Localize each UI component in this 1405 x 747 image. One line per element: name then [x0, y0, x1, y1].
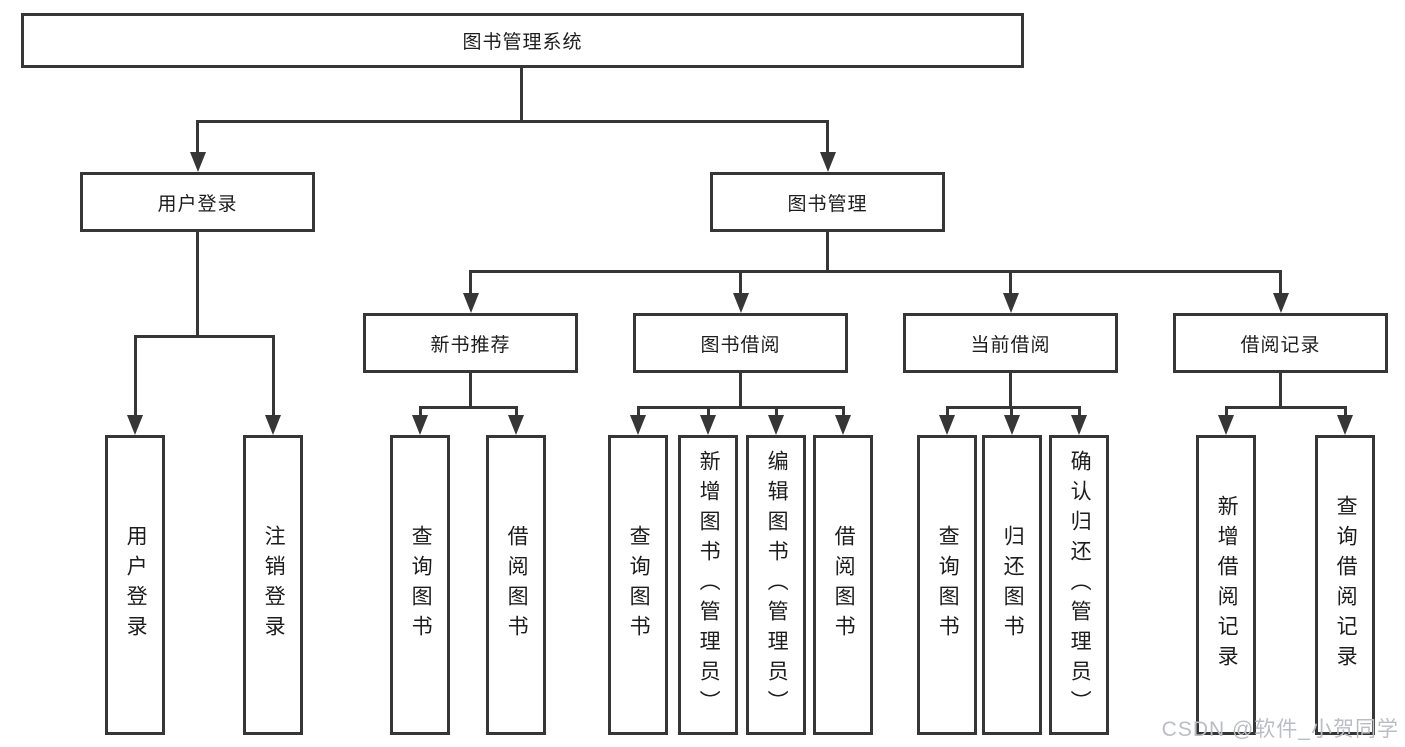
- connector-current-drop-3: [1078, 409, 1081, 415]
- leaf-confirm-return-admin-label: 确认归还（管理员）: [1068, 450, 1092, 720]
- arrow-down-icon: [835, 415, 851, 435]
- arrow-down-icon: [412, 415, 428, 435]
- connector-login-drop-1: [134, 338, 137, 415]
- node-user-login-label: 用户登录: [157, 193, 238, 215]
- connector-mgmt-drop-2: [739, 273, 742, 293]
- connector-borrowing-drop-2: [707, 409, 710, 415]
- leaf-edit-books-admin: 编辑图书（管理员）: [746, 435, 806, 735]
- leaf-edit-books-admin-label: 编辑图书（管理员）: [765, 450, 789, 720]
- connector-borrowing-drop-3: [775, 409, 778, 415]
- leaf-return-books-label: 归还图书: [1001, 525, 1025, 645]
- node-root-label: 图书管理系统: [462, 32, 583, 53]
- node-root: 图书管理系统: [21, 13, 1024, 68]
- arrow-down-icon: [508, 415, 524, 435]
- leaf-add-borrow-record-label: 新增借阅记录: [1215, 495, 1239, 675]
- connector-borrowing-rail: [637, 406, 845, 409]
- node-book-borrowing-label: 图书借阅: [700, 334, 781, 356]
- arrow-down-icon: [820, 152, 836, 172]
- connector-current-stem: [1009, 373, 1012, 406]
- connector-recommend-stem: [469, 373, 472, 406]
- leaf-borrow-books-2-label: 借阅图书: [832, 525, 856, 645]
- connector-mgmt-drop-4: [1279, 273, 1282, 293]
- leaf-add-books-admin-label: 新增图书（管理员）: [697, 450, 721, 720]
- node-user-login: 用户登录: [80, 172, 315, 232]
- connector-login-rail: [134, 335, 275, 338]
- connector-recommend-drop-1: [419, 409, 422, 415]
- leaf-user-login-label: 用户登录: [124, 525, 148, 645]
- leaf-add-books-admin: 新增图书（管理员）: [678, 435, 738, 735]
- connector-mgmt-stem: [826, 232, 829, 270]
- connector-current-drop-2: [1010, 409, 1013, 415]
- connector-borrowing-drop-4: [842, 409, 845, 415]
- leaf-borrow-books-1: 借阅图书: [486, 435, 546, 735]
- connector-records-drop-1: [1225, 409, 1228, 415]
- connector-recommend-drop-2: [515, 409, 518, 415]
- leaf-add-borrow-record: 新增借阅记录: [1196, 435, 1256, 735]
- connector-root-stem: [520, 68, 523, 120]
- connector-borrowing-stem: [739, 373, 742, 406]
- node-borrowing-records: 借阅记录: [1173, 313, 1388, 373]
- arrow-down-icon: [1273, 293, 1289, 313]
- node-borrowing-records-label: 借阅记录: [1240, 334, 1321, 356]
- connector-login-stem: [196, 232, 199, 335]
- leaf-query-books-2-label: 查询图书: [627, 525, 651, 645]
- node-current-borrowing: 当前借阅: [903, 313, 1118, 373]
- leaf-query-books-3: 查询图书: [917, 435, 977, 735]
- leaf-user-login: 用户登录: [105, 435, 165, 735]
- leaf-query-books-1-label: 查询图书: [409, 525, 433, 645]
- connector-mgmt-drop-1: [469, 273, 472, 293]
- connector-recommend-rail: [419, 406, 518, 409]
- node-book-management: 图书管理: [710, 172, 945, 232]
- connector-borrowing-drop-1: [637, 409, 640, 415]
- arrow-down-icon: [1004, 415, 1020, 435]
- connector-root-drop-left: [196, 123, 199, 152]
- node-book-management-label: 图书管理: [787, 193, 868, 215]
- arrow-down-icon: [463, 293, 479, 313]
- connector-mgmt-rail: [469, 270, 1282, 273]
- leaf-query-borrow-record-label: 查询借阅记录: [1334, 495, 1358, 675]
- connector-records-rail: [1225, 406, 1347, 409]
- leaf-confirm-return-admin: 确认归还（管理员）: [1049, 435, 1109, 735]
- arrow-down-icon: [939, 415, 955, 435]
- leaf-logout-label: 注销登录: [262, 525, 286, 645]
- connector-records-stem: [1279, 373, 1282, 406]
- leaf-return-books: 归还图书: [982, 435, 1042, 735]
- connector-current-rail: [946, 406, 1081, 409]
- arrow-down-icon: [1337, 415, 1353, 435]
- connector-records-drop-2: [1344, 409, 1347, 415]
- arrow-down-icon: [700, 415, 716, 435]
- node-book-borrowing: 图书借阅: [633, 313, 848, 373]
- leaf-query-books-3-label: 查询图书: [936, 525, 960, 645]
- arrow-down-icon: [1003, 293, 1019, 313]
- arrow-down-icon: [733, 293, 749, 313]
- node-current-borrowing-label: 当前借阅: [970, 334, 1051, 356]
- leaf-query-books-1: 查询图书: [390, 435, 450, 735]
- leaf-logout: 注销登录: [243, 435, 303, 735]
- connector-current-drop-1: [946, 409, 949, 415]
- node-new-book-recommend-label: 新书推荐: [430, 334, 511, 356]
- arrow-down-icon: [190, 152, 206, 172]
- connector-root-rail: [196, 120, 829, 123]
- leaf-borrow-books-1-label: 借阅图书: [505, 525, 529, 645]
- node-new-book-recommend: 新书推荐: [363, 313, 578, 373]
- connector-login-drop-2: [272, 338, 275, 415]
- connector-mgmt-drop-3: [1009, 273, 1012, 293]
- arrow-down-icon: [768, 415, 784, 435]
- arrow-down-icon: [630, 415, 646, 435]
- arrow-down-icon: [265, 415, 281, 435]
- arrow-down-icon: [1218, 415, 1234, 435]
- leaf-query-borrow-record: 查询借阅记录: [1315, 435, 1375, 735]
- arrow-down-icon: [127, 415, 143, 435]
- csdn-watermark: CSDN @软件_小贺同学: [1161, 718, 1399, 741]
- leaf-borrow-books-2: 借阅图书: [813, 435, 873, 735]
- arrow-down-icon: [1071, 415, 1087, 435]
- leaf-query-books-2: 查询图书: [608, 435, 668, 735]
- connector-root-drop-right: [826, 123, 829, 152]
